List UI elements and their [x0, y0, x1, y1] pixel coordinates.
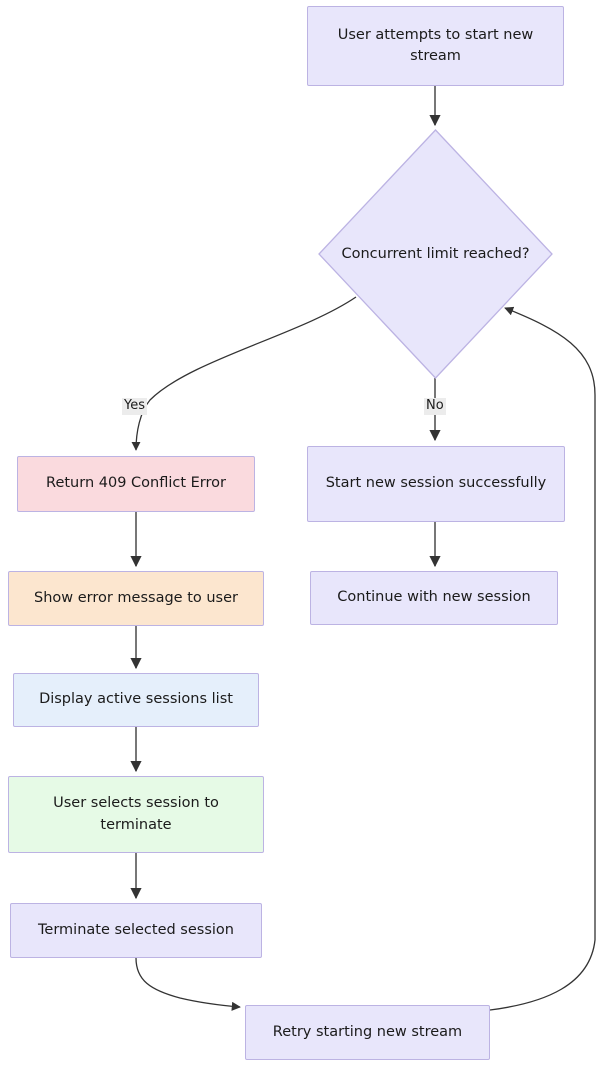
node-start[interactable]: User attempts to start new stream — [307, 6, 564, 86]
node-decision[interactable]: Concurrent limit reached? — [318, 129, 553, 379]
node-displaylist-label: Display active sessions list — [39, 691, 233, 708]
edge-terminate-to-retry — [135, 957, 241, 1011]
node-display-active-sessions-list[interactable]: Display active sessions list — [13, 673, 259, 727]
node-start-new-session-successfully[interactable]: Start new session successfully — [307, 446, 565, 522]
node-start-label: User attempts to start new stream — [337, 26, 534, 64]
node-retry-label: Retry starting new stream — [272, 1023, 463, 1040]
node-show-error-message[interactable]: Show error message to user — [8, 571, 264, 626]
edge-retry-to-decision — [489, 306, 596, 1011]
node-user-selects-session-to-terminate[interactable]: User selects session to terminate — [8, 776, 264, 853]
diamond-shape-icon — [318, 129, 553, 379]
node-showerror-label: Show error message to user — [33, 589, 238, 606]
node-terminate-selected-session[interactable]: Terminate selected session — [10, 903, 262, 958]
edge-label-no: No — [424, 398, 446, 415]
node-retry-starting-new-stream[interactable]: Retry starting new stream — [245, 1005, 490, 1060]
node-continue-label: Continue with new session — [337, 589, 531, 606]
node-conflict-label: Return 409 Conflict Error — [46, 475, 226, 492]
edge-label-yes: Yes — [122, 398, 147, 415]
node-userselect-label: User selects session to terminate — [53, 795, 219, 833]
node-startnew-label: Start new session successfully — [325, 475, 547, 492]
node-terminate-label: Terminate selected session — [38, 921, 234, 938]
node-continue-with-new-session[interactable]: Continue with new session — [310, 571, 558, 625]
node-decision-label: Concurrent limit reached? — [341, 246, 530, 262]
node-return-409-conflict-error[interactable]: Return 409 Conflict Error — [17, 456, 255, 512]
